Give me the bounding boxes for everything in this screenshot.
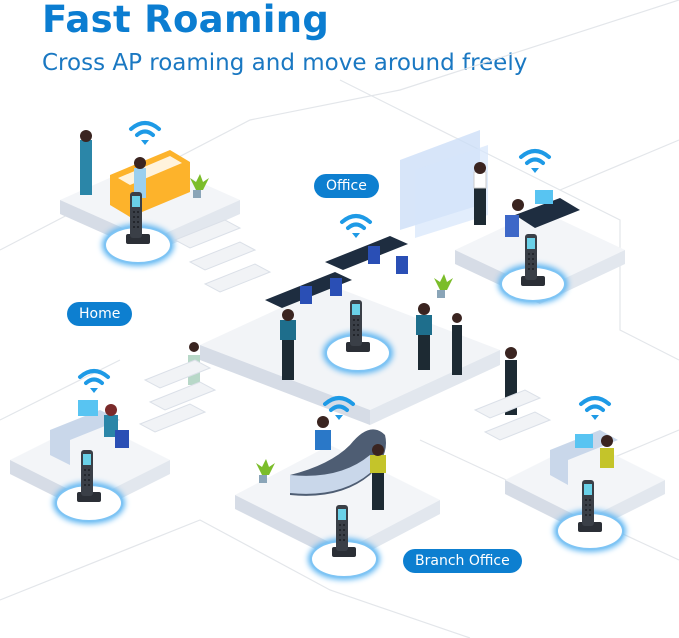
location-label-home: Home [67, 302, 133, 326]
wifi-icon [129, 121, 161, 145]
wifi-icon [78, 369, 110, 393]
cordless-phone-icon [346, 300, 370, 352]
cordless-phone-icon [578, 480, 602, 532]
cordless-phone-icon [126, 192, 150, 244]
page-title: Fast Roaming [42, 0, 330, 41]
wifi-icon [519, 149, 551, 173]
wifi-icon [340, 214, 372, 238]
stairs-top [173, 219, 272, 293]
location-label-office: Office [314, 174, 379, 198]
cordless-phone-icon [77, 450, 101, 502]
cordless-phone-icon [521, 234, 545, 286]
location-label-branch-office: Branch Office [403, 549, 522, 573]
wifi-icon [323, 396, 355, 420]
cordless-phone-icon [332, 505, 356, 557]
wifi-icon [579, 396, 611, 420]
page-subtitle: Cross AP roaming and move around freely [42, 50, 528, 76]
office-desk-platform [400, 130, 625, 304]
stairs-sides [138, 359, 552, 441]
home-lounge-platform [60, 130, 240, 254]
